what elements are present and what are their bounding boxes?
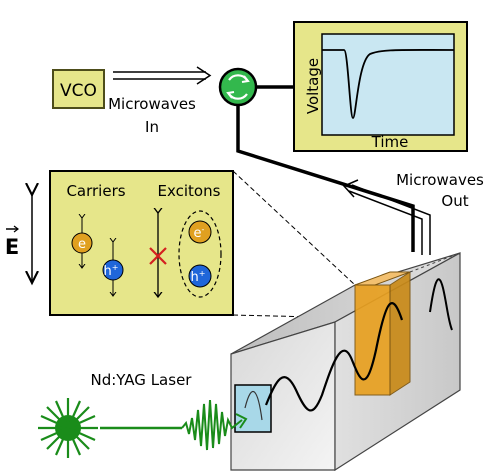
laser-pulse [181, 399, 243, 451]
field-vector-tip [13, 225, 19, 233]
free-hole [102, 259, 124, 281]
microwaves-out-label-1: Microwaves [396, 171, 484, 189]
voltage-axis-label: Voltage [304, 58, 322, 114]
blocked-cross-icon [149, 247, 167, 265]
free-hole-label: h+ [104, 263, 119, 279]
exciton-electron [188, 220, 212, 244]
laser-pulse-arrowhead [235, 413, 248, 429]
zoom-line-top [232, 170, 356, 286]
guide-back-edge [409, 252, 461, 273]
microwaves-in-label-2: In [145, 118, 159, 136]
exciton-electron-label: e- [194, 225, 205, 241]
vco-label: VCO [60, 81, 97, 101]
microwaves-out-arrow [342, 179, 431, 255]
laser-label: Nd:YAG Laser [91, 371, 193, 389]
microwaves-in-label-1: Microwaves [108, 95, 196, 113]
excitons-label: Excitons [158, 182, 221, 200]
carriers-label: Carriers [66, 182, 125, 200]
microwaves-out-label-2: Out [441, 192, 468, 210]
vco-box [52, 69, 105, 109]
exciton-hole [188, 264, 212, 288]
exciton-outline [178, 210, 222, 298]
decay-trace [322, 49, 455, 119]
sample-slab [354, 271, 411, 396]
free-electron [71, 232, 93, 254]
microwave-wave-end [429, 278, 453, 331]
waveguide-cable [236, 105, 415, 252]
zoom-line-bottom [232, 314, 356, 319]
exciton-hole-label: h+ [191, 269, 206, 285]
circulator-icon [218, 67, 258, 107]
laser-burst-icon [38, 398, 98, 458]
field-label: E [5, 235, 19, 259]
time-axis-label: Time [371, 133, 409, 151]
microwave-wave [264, 302, 404, 412]
waveguide [230, 251, 461, 472]
free-electron-label: e [78, 237, 86, 252]
microwaves-in-arrow [113, 66, 212, 85]
optical-window [234, 384, 272, 433]
